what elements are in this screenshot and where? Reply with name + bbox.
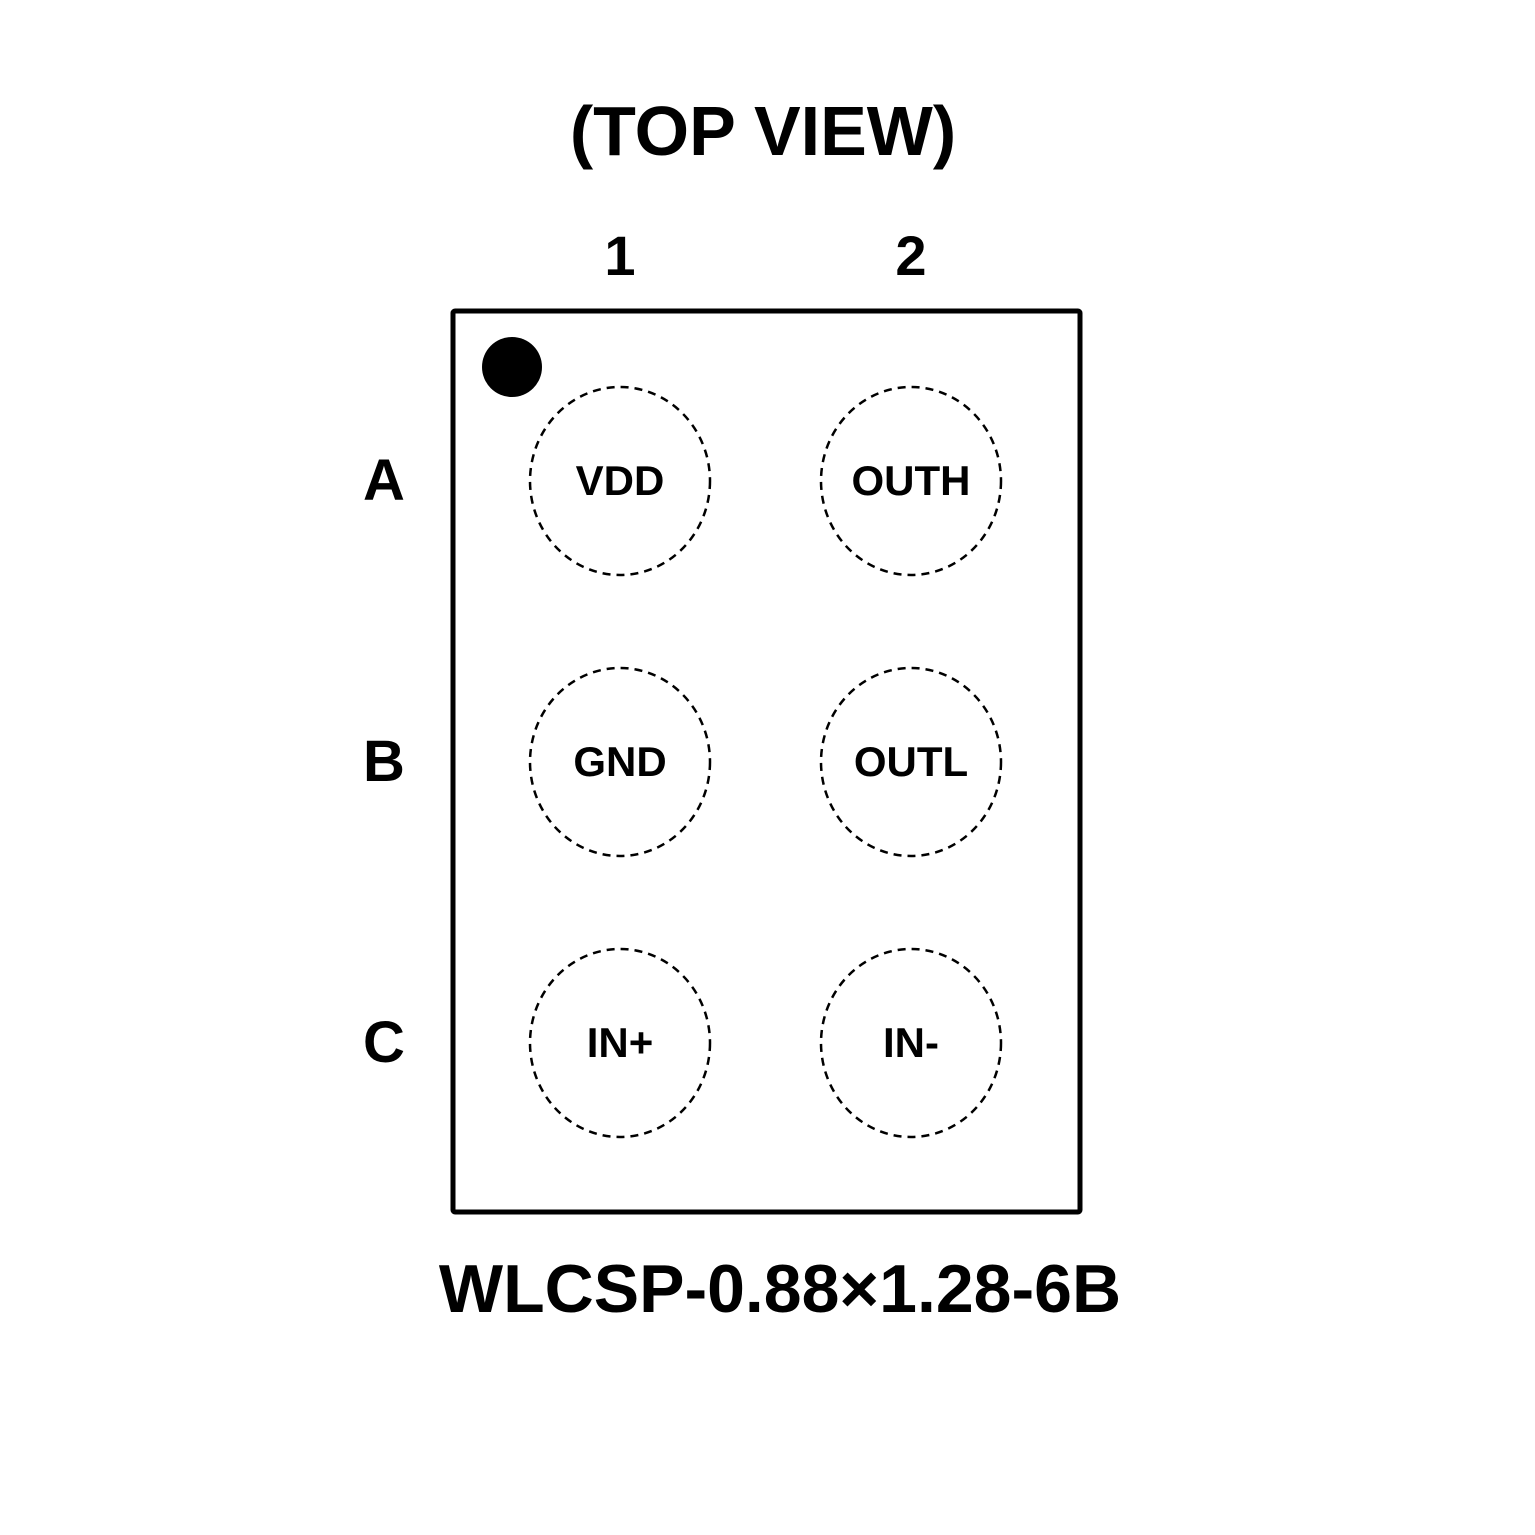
pin-label: OUTH [852, 457, 971, 504]
package-name: WLCSP-0.88×1.28-6B [439, 1251, 1121, 1327]
row-label-c: C [363, 1010, 405, 1075]
pin-b1: GND [528, 666, 712, 858]
pin-label: IN+ [587, 1019, 654, 1066]
pin-a2: OUTH [819, 385, 1003, 577]
package-outline [450, 308, 1083, 1215]
pin-c2: IN- [819, 947, 1003, 1139]
pin-c1: IN+ [528, 947, 712, 1139]
pin-label: GND [573, 738, 666, 785]
pin-b2: OUTL [819, 666, 1003, 858]
row-label-b: B [363, 729, 405, 794]
ball-outline [819, 666, 1003, 858]
ball-outline [528, 666, 712, 858]
column-label-1: 1 [604, 224, 635, 287]
ball-outline [528, 385, 712, 577]
pin-label: IN- [883, 1019, 939, 1066]
pin-label: VDD [576, 457, 665, 504]
column-label-2: 2 [895, 224, 926, 287]
ball-outline [819, 385, 1003, 577]
ball-outline [819, 947, 1003, 1139]
pin-label: OUTL [854, 738, 968, 785]
row-label-a: A [363, 448, 405, 513]
diagram-title: (TOP VIEW) [570, 92, 956, 170]
ball-outline [528, 947, 712, 1139]
pin1-marker-dot [482, 337, 542, 397]
pin-a1: VDD [528, 385, 712, 577]
